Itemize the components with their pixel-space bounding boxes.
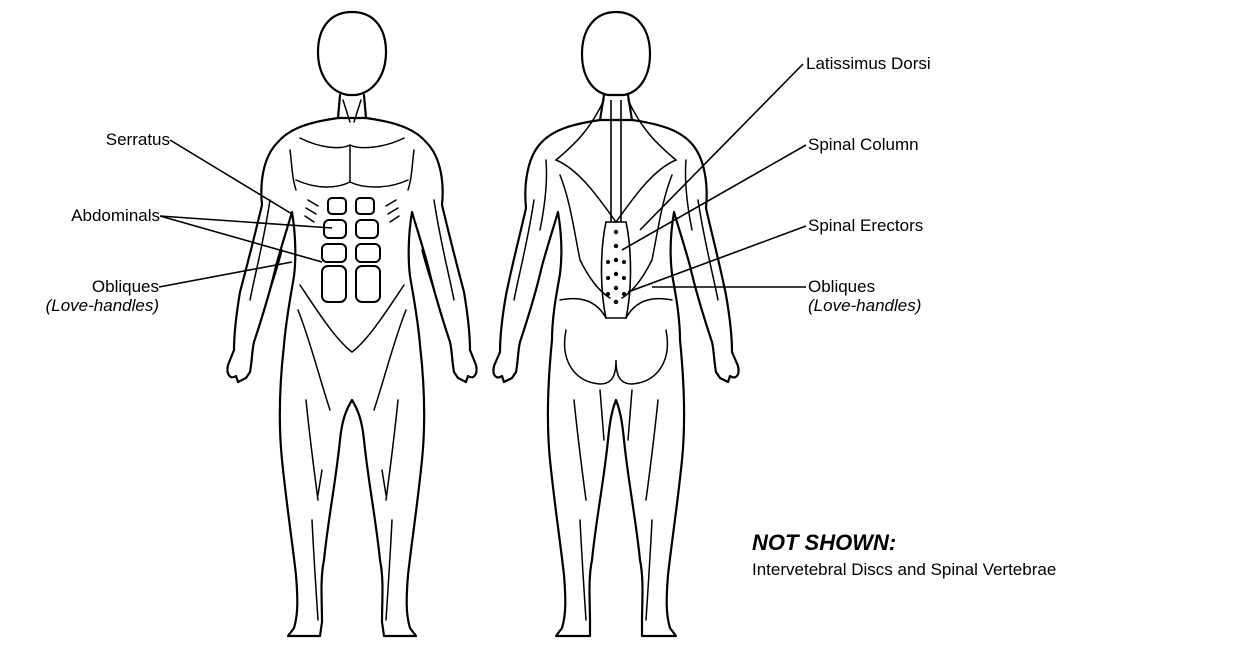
front-leader-lines xyxy=(159,140,332,287)
back-figure xyxy=(493,12,738,636)
label-latissimus-dorsi: Latissimus Dorsi xyxy=(806,54,931,74)
not-shown-heading: NOT SHOWN: xyxy=(752,530,896,556)
label-love-handles-back: (Love-handles) xyxy=(808,296,921,316)
label-serratus: Serratus xyxy=(36,130,170,150)
label-love-handles-front: (Love-handles) xyxy=(0,296,159,316)
label-spinal-erectors: Spinal Erectors xyxy=(808,216,923,236)
back-leader-lines xyxy=(622,64,806,292)
label-abdominals: Abdominals xyxy=(20,206,160,226)
label-spinal-column: Spinal Column xyxy=(808,135,919,155)
label-obliques-front: Obliques xyxy=(20,277,159,297)
label-obliques-back: Obliques xyxy=(808,277,875,297)
front-figure xyxy=(227,12,476,636)
not-shown-text: Intervetebral Discs and Spinal Vertebrae xyxy=(752,560,1056,580)
